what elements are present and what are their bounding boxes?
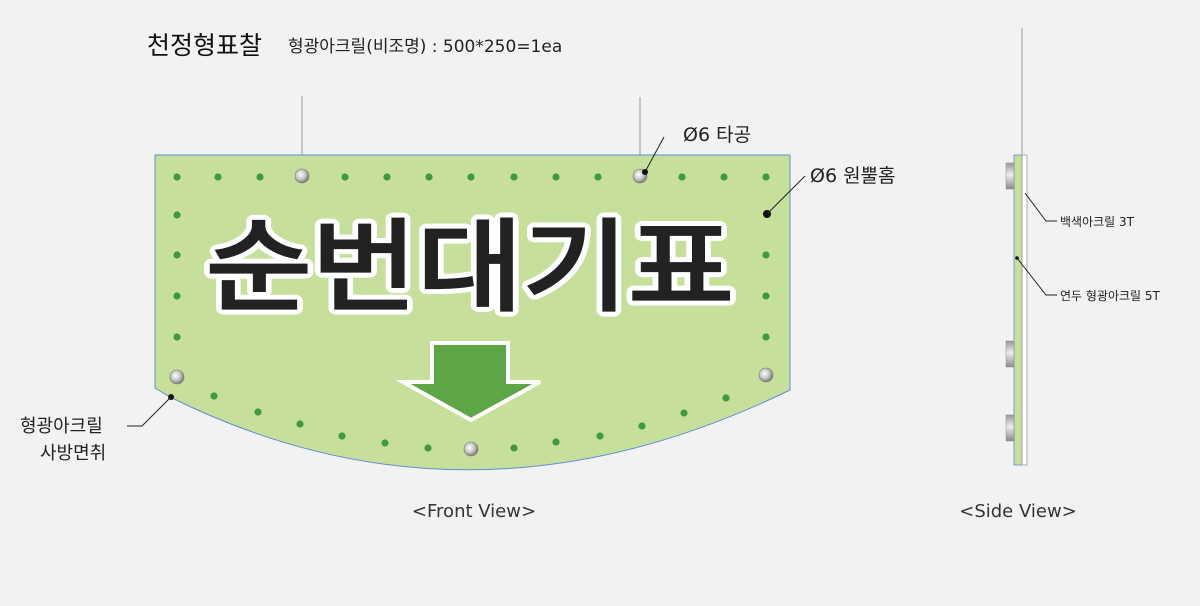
drawing-title: 천정형표찰 [147,31,262,60]
edge-callout-line1: 형광아크릴 [20,416,103,437]
hole-dot [762,292,770,300]
side-studs [1005,162,1015,442]
countersink-callout: Ø6 원뿔홈 [810,165,896,187]
side-green-acrylic-layer [1013,154,1023,466]
hole-dot [594,173,602,181]
material-spec: 형광아크릴(비조명) : 500*250=1ea [288,37,562,57]
hole-callout: Ø6 타공 [683,124,751,146]
hole-dot [425,173,433,181]
hole-dot [296,420,304,428]
green-layer-leader [1016,257,1057,296]
hole-dot [173,211,181,219]
hole-dot [680,409,688,417]
front-view-caption: <Front View> [412,501,536,522]
hole-dot [254,408,262,416]
edge-leader-line [127,396,172,427]
white-layer-leader [1024,192,1057,222]
hole-dot [214,173,222,181]
hole-leader-dot [642,169,648,175]
hole-dot [552,438,560,446]
hole-dot [510,173,518,181]
hole-dot [722,394,730,402]
sign-panel [154,154,791,471]
side-view-caption: <Side View> [959,501,1077,522]
stud-icon [758,367,774,383]
hole-dot [383,173,391,181]
side-white-acrylic-layer [1021,154,1028,466]
hole-dot [341,173,349,181]
stud-icon [294,168,310,184]
side-stud-icon [1005,162,1015,190]
hole-dot [762,173,770,181]
hole-leader-line [644,136,665,173]
edge-callout-line2: 사방면취 [40,443,106,464]
edge-leader-dot [168,394,174,400]
hole-dot [173,251,181,259]
hole-dot [552,173,560,181]
hole-dot [256,173,264,181]
hole-dot [467,173,475,181]
arrow-down-icon [395,341,541,423]
hole-dot [762,333,770,341]
green-layer-leader-dot [1015,256,1019,260]
hole-dot [210,392,218,400]
hole-dot [381,439,389,447]
stud-icon [169,369,185,385]
white-layer-label: 백색아크릴 3T [1060,215,1135,229]
stud-icon [463,441,479,457]
hole-dots [173,173,770,452]
hole-dot [720,173,728,181]
side-stud-icon [1005,414,1015,442]
hole-dot [596,432,604,440]
hole-dot [638,422,646,430]
hole-dot [338,432,346,440]
sign-headline: 순번대기표 [206,209,734,326]
hole-dot [173,333,181,341]
side-stud-icon [1005,340,1015,368]
hole-dot [510,444,518,452]
hole-dot [424,444,432,452]
countersink-leader-line [767,175,806,214]
mounting-studs [169,168,774,457]
hole-dot [678,173,686,181]
hole-dot [173,292,181,300]
hole-dot [173,173,181,181]
green-layer-label: 연두 형광아크릴 5T [1060,289,1161,303]
hole-dot [762,251,770,259]
